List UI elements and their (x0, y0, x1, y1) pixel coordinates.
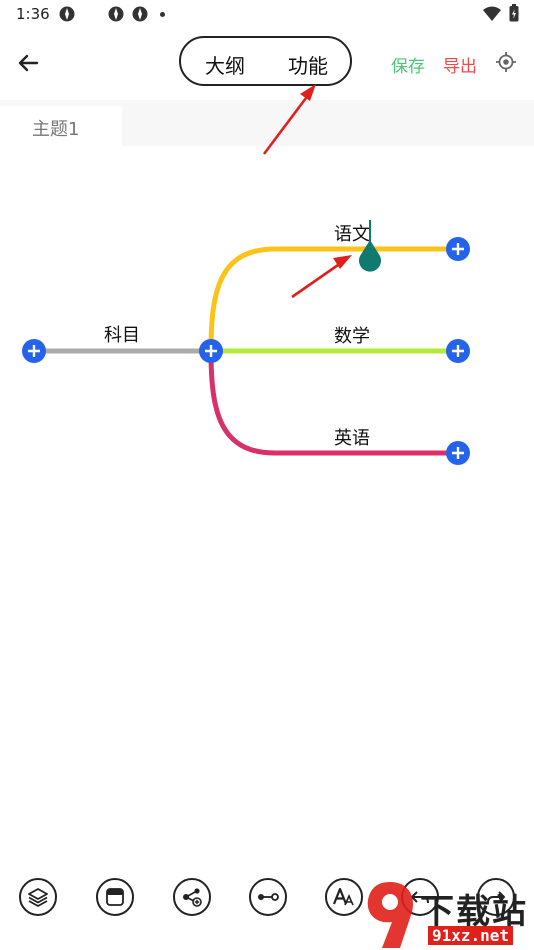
mode-toggle: 大纲 功能 (179, 36, 352, 86)
tab-theme-1[interactable]: 主题1 (0, 106, 122, 146)
watermark-text: 下载站 (420, 892, 528, 932)
branch-add-icon (183, 888, 202, 907)
notification-app-icon (59, 6, 75, 22)
node-label-math[interactable]: 数学 (334, 326, 370, 347)
connector-button[interactable] (249, 878, 287, 916)
add-node-icon[interactable] (199, 339, 223, 363)
add-node-icon[interactable] (446, 339, 470, 363)
add-node-icon[interactable] (446, 441, 470, 465)
save-button[interactable]: 保存 (391, 57, 425, 77)
battery-icon (509, 4, 519, 22)
connector-icon (258, 893, 279, 901)
layers-button[interactable] (19, 878, 57, 916)
font-size-button[interactable] (325, 878, 363, 916)
notification-app-icon (132, 6, 148, 22)
status-time: 1:36 (16, 5, 50, 23)
tab-outline[interactable]: 大纲 (205, 54, 245, 78)
watermark-site: 91xz.net (428, 926, 514, 945)
wifi-icon (483, 6, 501, 21)
watermark-logo: 下载站 91xz.net (360, 870, 534, 950)
tab-function[interactable]: 功能 (288, 54, 328, 78)
more-notifications-dot (160, 12, 165, 17)
add-branch-button[interactable] (173, 878, 211, 916)
add-node-icon[interactable] (446, 237, 470, 261)
export-button[interactable]: 导出 (443, 57, 477, 77)
back-arrow-icon[interactable] (12, 46, 46, 80)
node-label-english[interactable]: 英语 (334, 428, 370, 449)
node-label-chinese[interactable]: 语文 (334, 224, 370, 245)
redo-button[interactable] (477, 878, 515, 916)
layers-icon (28, 888, 48, 907)
watermark-mark (367, 882, 414, 948)
add-node-icon[interactable] (22, 339, 46, 363)
window-button[interactable] (96, 878, 134, 916)
window-icon (106, 888, 124, 906)
annotation-arrow (291, 255, 352, 299)
node-label-root[interactable]: 科目 (104, 325, 140, 346)
font-size-icon (332, 887, 354, 906)
notification-app-icon (108, 6, 124, 22)
status-bar: 1:36 (0, 0, 534, 28)
theme-tab-strip: 主题1 (0, 100, 534, 146)
locate-icon[interactable] (495, 51, 517, 73)
redo-icon (487, 891, 505, 904)
